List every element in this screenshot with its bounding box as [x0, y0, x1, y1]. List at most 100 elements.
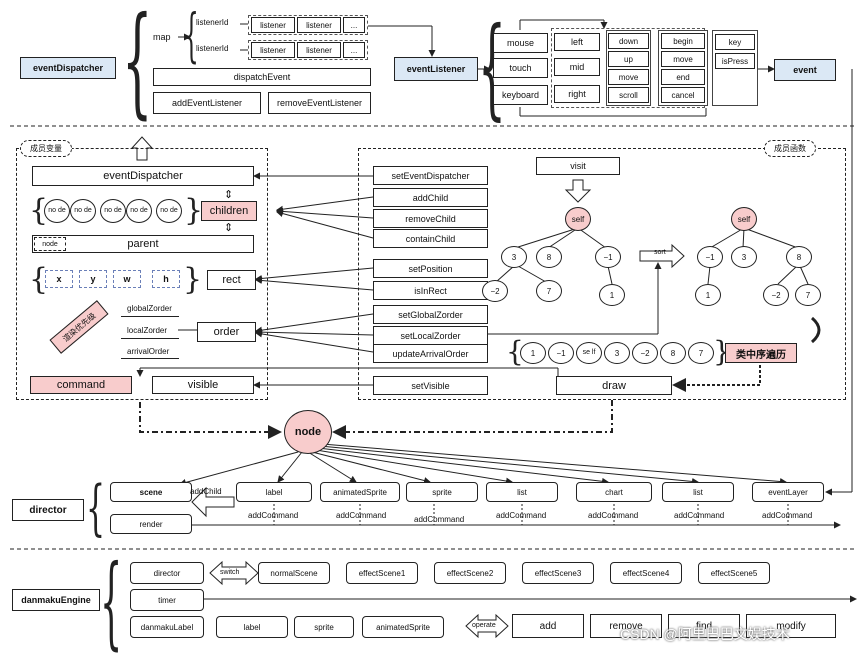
tree2-node: 8: [786, 246, 812, 268]
tree2-node: −2: [763, 284, 789, 306]
source-touch: touch: [493, 58, 548, 78]
brace-engine: {: [100, 543, 123, 660]
add-command-label: addCommand: [496, 511, 547, 520]
action-begin: begin: [661, 33, 705, 49]
zorder-global: globalZorder: [127, 304, 172, 313]
engine-sprite-box: sprite: [294, 616, 354, 638]
tree1-self: self: [565, 207, 591, 231]
fn-set-global-zorder: setGlobalZorder: [373, 305, 488, 324]
child-node-circle: no de: [70, 199, 96, 223]
scene-effect-5: effectScene5: [698, 562, 770, 584]
brace-director: {: [86, 473, 106, 543]
key-key: key: [715, 34, 755, 50]
listener-cell: listener: [297, 42, 341, 58]
listener-cell: listener: [297, 17, 341, 33]
child-node-circle: no de: [44, 199, 70, 223]
divider: [121, 338, 179, 339]
updown-icon: ⇕: [224, 222, 234, 234]
action-down: down: [608, 33, 649, 49]
brace-map: {: [184, 1, 199, 69]
action-end: end: [661, 69, 705, 85]
scene-effect-1: effectScene1: [346, 562, 418, 584]
director-item-list-2: list: [662, 482, 734, 502]
member-variables-section: [16, 148, 268, 400]
render-box: render: [110, 514, 192, 534]
fn-update-arrival-order: updateArrivalOrder: [373, 344, 488, 363]
listener-ellipsis: ...: [343, 17, 365, 33]
operate-label: operate: [472, 622, 496, 629]
map-label: map: [153, 32, 171, 42]
draw-box: draw: [556, 376, 672, 395]
seq-node: 7: [688, 342, 714, 364]
node-circle: node: [284, 410, 332, 454]
director-item-animated-sprite: animatedSprite: [320, 482, 400, 502]
fn-set-event-dispatcher: setEventDispatcher: [373, 166, 488, 185]
op-remove: remove: [590, 614, 662, 638]
visible-box: visible: [152, 376, 254, 394]
rect-w: w: [113, 270, 141, 288]
director-item-event-layer: eventLayer: [752, 482, 824, 502]
danmaku-engine-box: danmakuEngine: [12, 589, 100, 611]
seq-node: 8: [660, 342, 686, 364]
brace-rect: {: [29, 262, 49, 297]
fn-set-position: setPosition: [373, 259, 488, 278]
zorder-arrival: arrivalOrder: [127, 347, 170, 356]
listener-cell: listener: [251, 17, 295, 33]
fn-is-in-rect: isInRect: [373, 281, 488, 300]
member-functions-tag: 成员函数: [764, 140, 816, 157]
event-box: event: [774, 59, 836, 81]
brace-sequence: {: [506, 335, 524, 368]
add-child-label: addChild: [190, 487, 222, 496]
button-right: right: [554, 85, 600, 103]
engine-animated-sprite-box: animatedSprite: [362, 616, 444, 638]
event-listener-box: eventListener: [394, 57, 478, 81]
divider: [121, 316, 179, 317]
scene-normal: normalScene: [258, 562, 330, 584]
seq-node: −2: [632, 342, 658, 364]
action-cancel: cancel: [661, 87, 705, 103]
event-dispatcher-box: eventDispatcher: [20, 57, 116, 79]
action-move-2: move: [661, 51, 705, 67]
director-item-chart: chart: [576, 482, 652, 502]
key-ispress: isPress: [715, 53, 755, 69]
listener-cell: listener: [251, 42, 295, 58]
button-left: left: [554, 33, 600, 51]
tree1-node: 1: [599, 284, 625, 306]
remove-event-listener-box: removeEventListener: [268, 92, 371, 114]
child-node-circle: no de: [100, 199, 126, 223]
seq-node: 1: [520, 342, 546, 364]
tree1-node: 3: [501, 246, 527, 268]
action-move: move: [608, 69, 649, 85]
source-keyboard: keyboard: [493, 85, 548, 105]
fn-remove-child: removeChild: [373, 209, 488, 228]
add-event-listener-box: addEventListener: [153, 92, 261, 114]
watermark: CSDN @阿里巴巴文娱技术: [620, 626, 790, 642]
rect-x: x: [45, 270, 73, 288]
divider: [121, 358, 179, 359]
order-box: order: [197, 322, 256, 342]
parent-node-tag: node: [34, 237, 66, 251]
scene-box: scene: [110, 482, 192, 502]
listener-ellipsis: ...: [343, 42, 365, 58]
brace-children: {: [29, 193, 49, 228]
add-command-label: addCommand: [674, 511, 725, 520]
brace-rect-close: }: [183, 262, 203, 297]
member-functions-section: [358, 148, 846, 400]
add-command-label: addCommand: [248, 511, 299, 520]
director-item-sprite: sprite: [406, 482, 478, 502]
director-item-label: label: [236, 482, 312, 502]
tree2-node: 7: [795, 284, 821, 306]
children-box: children: [201, 201, 257, 221]
tree1-node: −2: [482, 280, 508, 302]
op-modify: modify: [746, 614, 836, 638]
add-command-label: addCommand: [762, 511, 813, 520]
fn-add-child: addChild: [373, 188, 488, 207]
brace-children-close: }: [184, 193, 204, 228]
add-command-label: addCommand: [336, 511, 387, 520]
listener-id-1: listenerId: [196, 18, 229, 27]
source-mouse: mouse: [493, 33, 548, 53]
scene-effect-2: effectScene2: [434, 562, 506, 584]
tree1-node: −1: [595, 246, 621, 268]
visit-box: visit: [536, 157, 620, 175]
